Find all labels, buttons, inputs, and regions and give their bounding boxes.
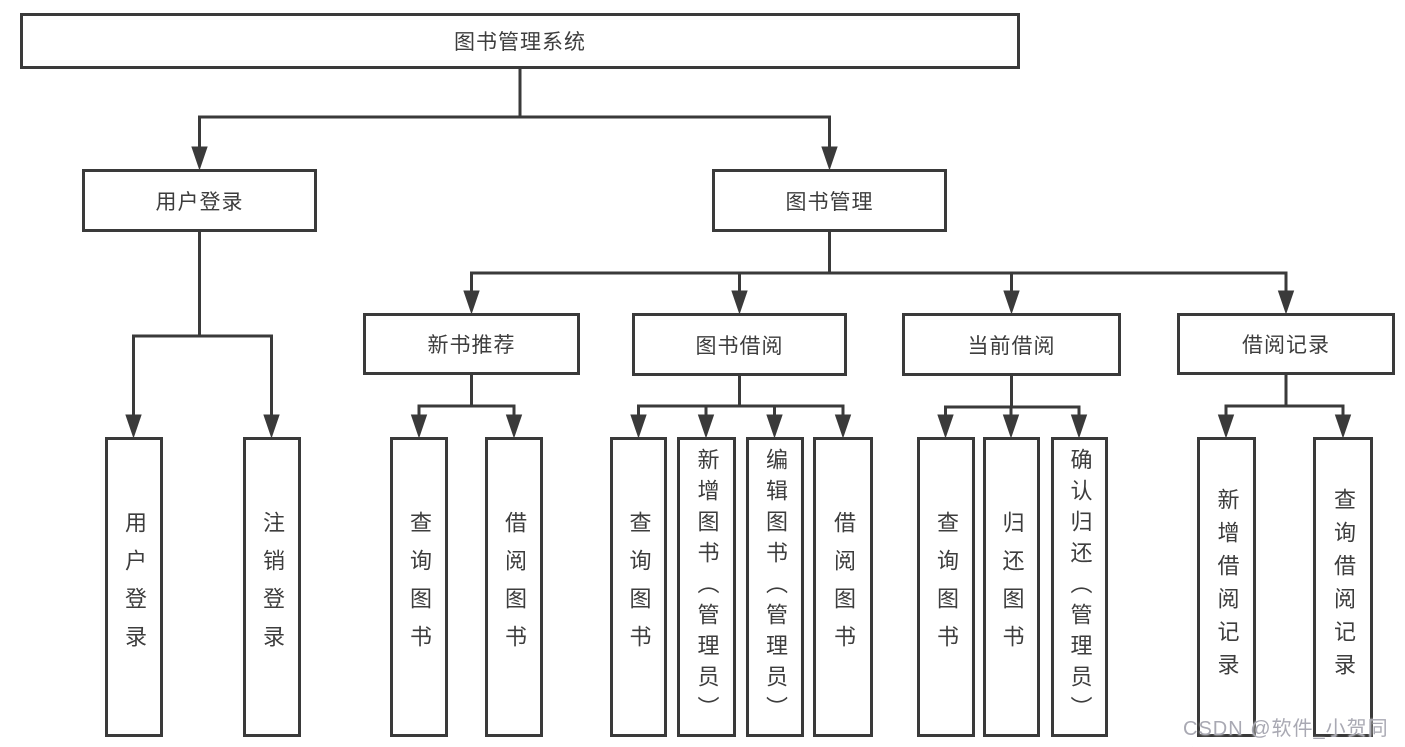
- leaf-borrow-books: 借阅图书: [813, 437, 873, 737]
- leaf-query-books-recommend: 查询图书: [390, 437, 448, 737]
- leaf-user-login: 用户登录: [105, 437, 163, 737]
- node-user-login: 用户登录: [82, 169, 317, 232]
- node-root: 图书管理系统: [20, 13, 1020, 69]
- leaf-add-borrow-record: 新增借阅记录: [1197, 437, 1256, 737]
- leaf-query-books-borrow: 查询图书: [610, 437, 667, 737]
- leaf-return-books: 归还图书: [983, 437, 1040, 737]
- leaf-query-borrow-record: 查询借阅记录: [1313, 437, 1373, 737]
- leaf-edit-book-admin: 编辑图书（管理员）: [746, 437, 804, 737]
- node-borrow-records: 借阅记录: [1177, 313, 1395, 375]
- leaf-logout: 注销登录: [243, 437, 301, 737]
- leaf-add-book-admin: 新增图书（管理员）: [677, 437, 736, 737]
- node-current-borrow: 当前借阅: [902, 313, 1121, 376]
- leaf-confirm-return-admin: 确认归还（管理员）: [1051, 437, 1108, 737]
- leaf-borrow-books-recommend: 借阅图书: [485, 437, 543, 737]
- leaf-query-books-current: 查询图书: [917, 437, 975, 737]
- watermark: CSDN @软件_小贺同学: [1183, 718, 1389, 740]
- node-book-borrow: 图书借阅: [632, 313, 847, 376]
- node-new-book-recommend: 新书推荐: [363, 313, 580, 375]
- node-book-management: 图书管理: [712, 169, 947, 232]
